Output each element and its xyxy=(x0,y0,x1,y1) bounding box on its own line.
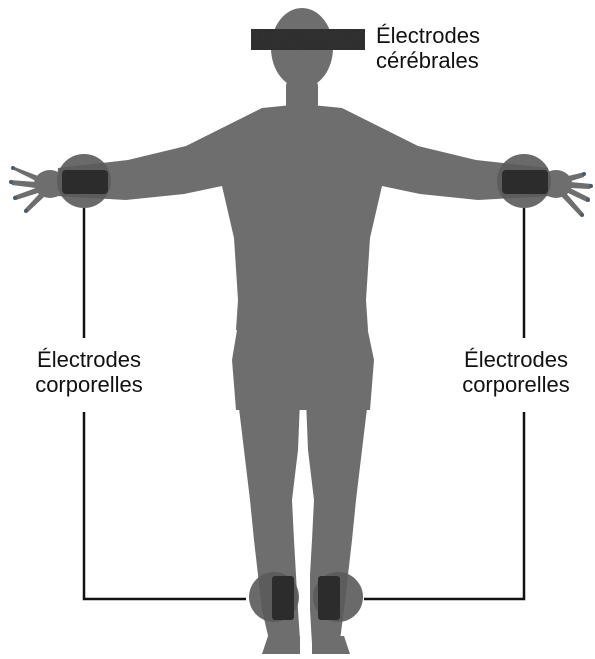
left-label-line1: Électrodes xyxy=(14,347,164,372)
brain-label-line1: Électrodes xyxy=(376,23,480,48)
brain-electrodes-label: Électrodes cérébrales xyxy=(376,23,480,73)
right-foot xyxy=(312,636,350,654)
brain-electrode-band xyxy=(251,29,365,50)
left-foot xyxy=(262,636,300,654)
left-ankle-electrode xyxy=(249,572,299,622)
brain-label-line2: cérébrales xyxy=(376,48,480,73)
torso-and-arms xyxy=(56,104,550,330)
left-connector-lower xyxy=(84,412,246,599)
right-body-electrodes-label: Électrodes corporelles xyxy=(441,347,591,397)
human-silhouette xyxy=(10,8,592,654)
right-wrist-electrode xyxy=(497,154,551,208)
pelvis xyxy=(232,312,374,410)
left-body-electrodes-label: Électrodes corporelles xyxy=(14,347,164,397)
right-ankle-electrode xyxy=(313,572,363,622)
left-wrist-electrode xyxy=(57,154,111,208)
right-connector-lower xyxy=(364,412,524,599)
right-label-line1: Électrodes xyxy=(441,347,591,372)
left-label-line2: corporelles xyxy=(14,372,164,397)
right-label-line2: corporelles xyxy=(441,372,591,397)
left-hand xyxy=(10,166,66,212)
